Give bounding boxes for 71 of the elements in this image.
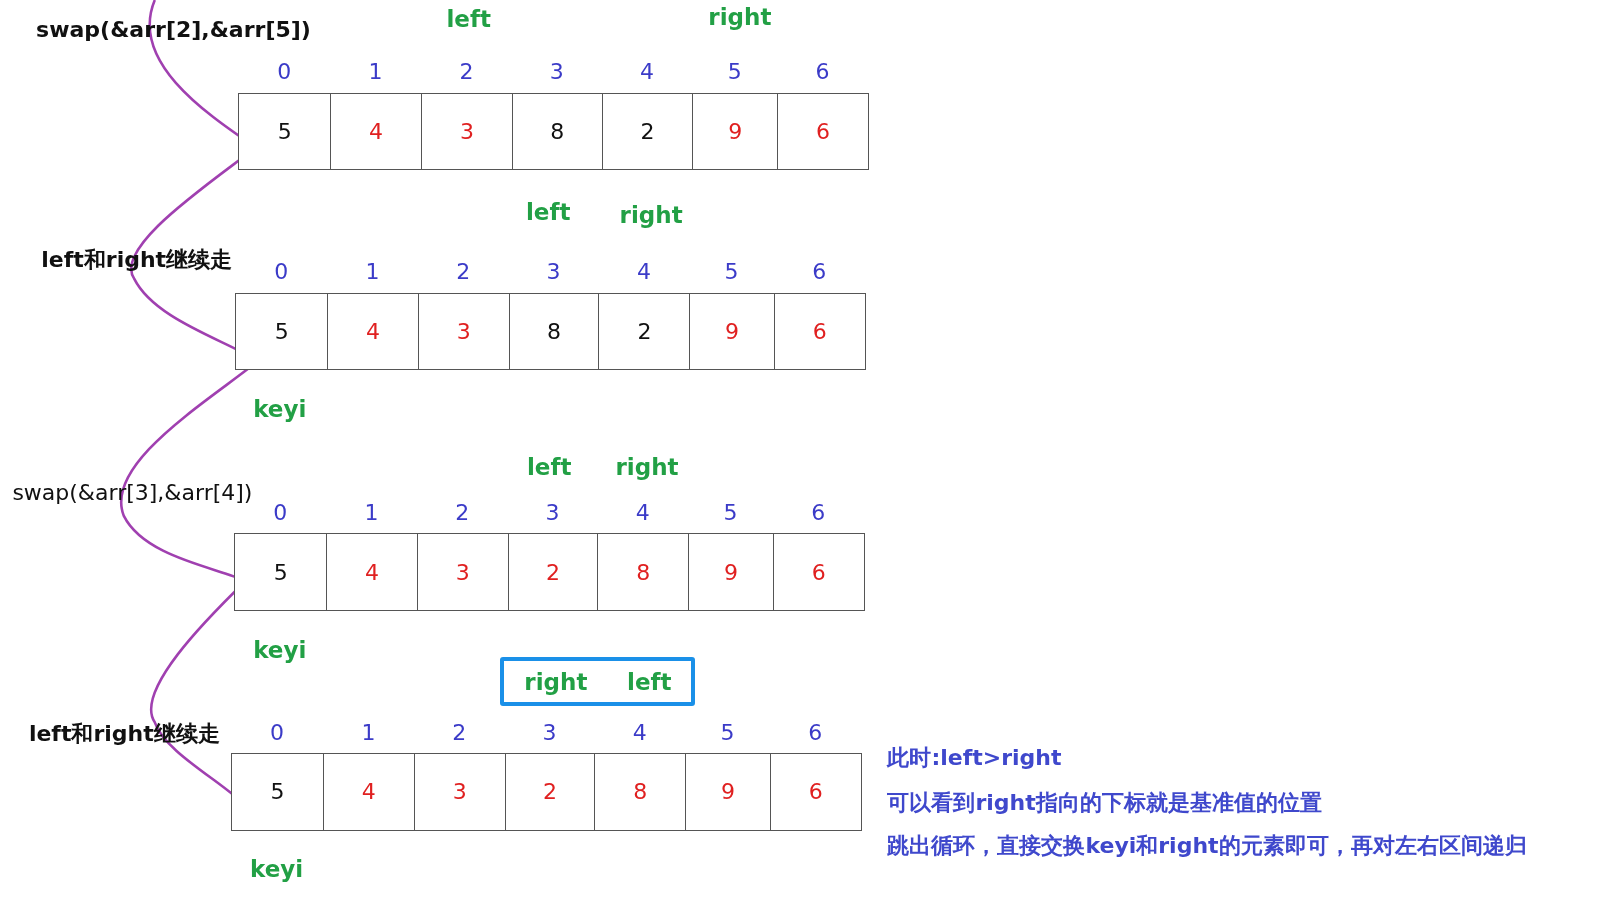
index-number: 5 <box>724 261 739 284</box>
index-number: 4 <box>636 261 651 284</box>
index-number: 3 <box>545 501 560 524</box>
index-number: 6 <box>815 61 830 84</box>
index-number: 5 <box>723 501 738 524</box>
pointer-label: right <box>615 455 679 479</box>
array-cell: 5 <box>234 533 328 611</box>
array-cell: 2 <box>601 92 694 171</box>
array-cell: 8 <box>594 753 687 831</box>
index-number: 2 <box>456 261 471 284</box>
array-cell: 9 <box>688 533 774 611</box>
array-cell: 2 <box>507 533 599 611</box>
array-cell: 3 <box>421 92 513 171</box>
pointer-label: right <box>619 204 683 228</box>
index-number: 2 <box>455 501 470 524</box>
array-cell: 2 <box>598 293 691 371</box>
index-number: 1 <box>368 61 383 84</box>
array-cell: 3 <box>413 753 506 831</box>
array-cell: 6 <box>772 533 865 611</box>
array-cell: 9 <box>685 753 771 831</box>
array-cell: 5 <box>235 293 329 371</box>
array-cell: 5 <box>231 753 324 831</box>
index-number: 1 <box>361 721 376 744</box>
pointer-label: keyi <box>253 638 307 662</box>
array-cell: 5 <box>238 92 332 171</box>
index-number: 4 <box>640 61 654 84</box>
index-number: 0 <box>277 61 292 84</box>
array-cell: 3 <box>416 533 509 611</box>
array-cell: 6 <box>773 293 866 371</box>
array-cell: 8 <box>511 92 603 171</box>
index-number: 4 <box>635 501 650 524</box>
index-number: 3 <box>546 261 561 284</box>
array-cell: 4 <box>327 293 419 371</box>
note-text: 跳出循环，直接交换keyi和right的元素即可，再对左右区间递归 <box>887 835 1527 858</box>
array-cell: 4 <box>326 533 418 611</box>
array-cell: 4 <box>330 92 422 171</box>
index-number: 6 <box>812 261 827 284</box>
index-number: 0 <box>274 261 289 284</box>
index-number: 6 <box>808 721 823 744</box>
array-cell: 9 <box>689 293 775 371</box>
index-number: 2 <box>459 61 474 84</box>
array-cell: 3 <box>417 293 510 371</box>
note-text: 可以看到right指向的下标就是基准值的位置 <box>887 791 1322 814</box>
index-number: 6 <box>811 501 826 524</box>
array-cell: 8 <box>508 293 600 371</box>
index-number: 5 <box>727 61 742 84</box>
pointer-label: keyi <box>253 398 307 422</box>
array-cell: 2 <box>504 753 596 831</box>
note-text: 此时:left>right <box>887 747 1062 770</box>
index-number: 3 <box>549 61 564 84</box>
index-number: 5 <box>720 721 735 744</box>
pointer-label: left <box>446 8 491 32</box>
pointer-label: left <box>526 455 572 479</box>
index-number: 1 <box>365 261 380 284</box>
index-number: 2 <box>452 721 467 744</box>
index-number: 0 <box>270 721 285 744</box>
array-cell: 4 <box>322 753 415 831</box>
array-cell: 9 <box>692 92 778 171</box>
index-number: 0 <box>273 501 288 524</box>
array-cell: 6 <box>769 753 862 831</box>
pointer-label: right <box>524 668 588 695</box>
array-cell: 8 <box>597 533 690 611</box>
array-cell: 6 <box>777 92 869 171</box>
pointer-label: keyi <box>250 858 304 882</box>
pointer-label: left <box>627 668 672 695</box>
pointer-label: left <box>525 201 571 225</box>
index-number: 4 <box>632 721 647 744</box>
index-number: 1 <box>364 501 379 524</box>
highlight-box <box>500 657 696 706</box>
pointer-label: right <box>708 6 772 30</box>
index-number: 3 <box>542 721 557 744</box>
